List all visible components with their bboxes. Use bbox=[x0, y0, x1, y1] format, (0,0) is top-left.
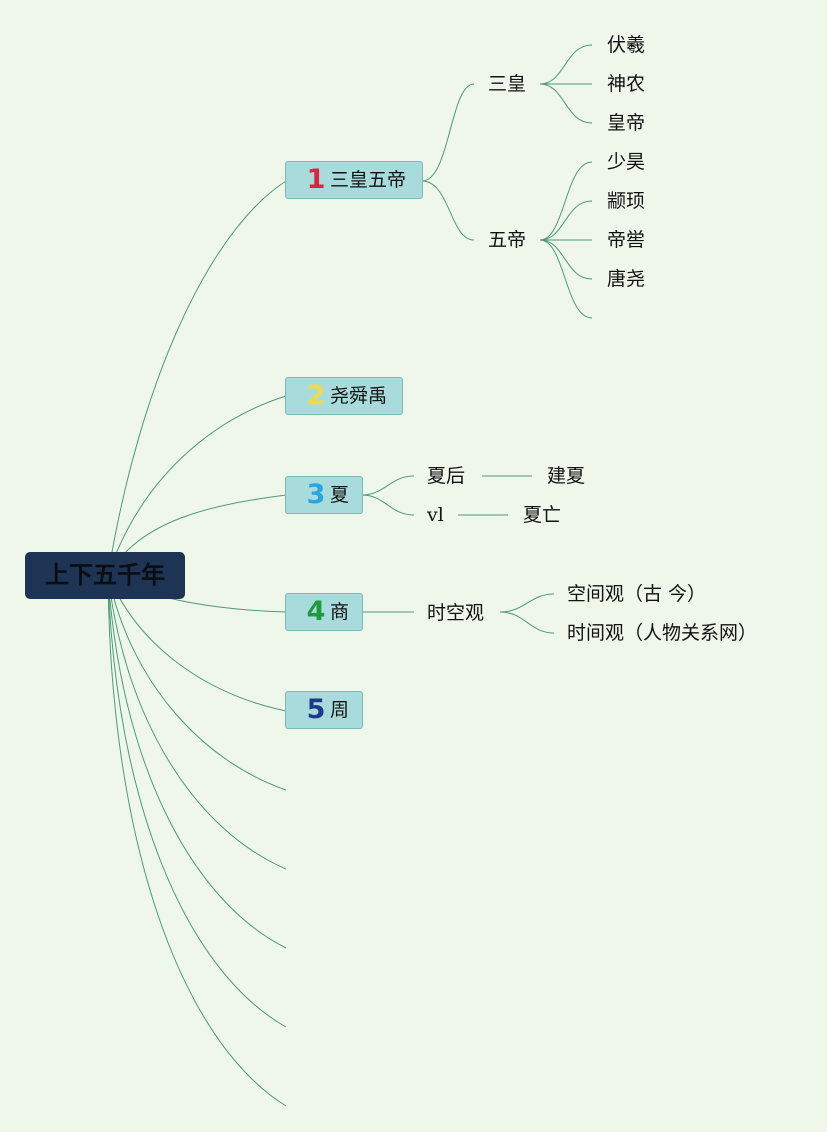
link-root-empty-5 bbox=[107, 574, 287, 1107]
link-root-topic-2 bbox=[107, 395, 287, 576]
link-root-empty-1 bbox=[107, 574, 287, 791]
subtopic-xiahou[interactable]: 夏后 bbox=[427, 465, 466, 487]
subtopic-wudi[interactable]: 五帝 bbox=[488, 229, 527, 251]
link-wudi-zhuanxu bbox=[539, 200, 593, 241]
link-root-empty-4 bbox=[107, 574, 287, 1028]
topic-label: 商 bbox=[330, 601, 350, 623]
leaf-shijianguan[interactable]: 时间观（人物关系网） bbox=[567, 622, 758, 644]
subtopic-sanhuang[interactable]: 三皇 bbox=[488, 73, 527, 95]
link-sanhuang-huangdi bbox=[539, 83, 593, 124]
topic-number: 5 bbox=[306, 694, 326, 725]
topic-number: 3 bbox=[306, 479, 326, 510]
topic-number: 1 bbox=[306, 164, 326, 195]
link-xia-vl bbox=[361, 494, 415, 516]
link-wudi-shaohao bbox=[539, 161, 593, 241]
topic-zhou[interactable]: 5 周 bbox=[285, 691, 363, 729]
topic-xia[interactable]: 3 夏 bbox=[285, 476, 363, 514]
leaf-shennong[interactable]: 神农 bbox=[607, 73, 646, 95]
subtopic-shikongguan[interactable]: 时空观 bbox=[427, 602, 485, 624]
topic-label: 夏 bbox=[330, 484, 350, 506]
link-wudi-tangyao bbox=[539, 239, 593, 280]
subtopic-vl[interactable]: vl bbox=[427, 504, 444, 526]
link-root-topic-5 bbox=[107, 574, 287, 712]
link-root-topic-1 bbox=[107, 180, 287, 576]
topic-shang[interactable]: 4 商 bbox=[285, 593, 363, 631]
link-sanhuang-fuxi bbox=[539, 44, 593, 85]
topic-number: 4 bbox=[306, 596, 326, 627]
topic-yao-shun-yu[interactable]: 2 尧舜禹 bbox=[285, 377, 403, 415]
topic-sanhuang-wudi[interactable]: 1 三皇五帝 bbox=[285, 161, 423, 199]
root-label: 上下五千年 bbox=[45, 561, 165, 589]
topic-number: 2 bbox=[306, 380, 326, 411]
root-node[interactable]: 上下五千年 bbox=[25, 552, 185, 599]
leaf-shaohao[interactable]: 少昊 bbox=[607, 151, 646, 173]
link-shikongguan-kongjian bbox=[499, 593, 555, 613]
leaf-tangyao[interactable]: 唐尧 bbox=[607, 268, 646, 290]
leaf-diku[interactable]: 帝喾 bbox=[607, 229, 646, 251]
leaf-zhuanxu[interactable]: 颛顼 bbox=[607, 190, 646, 212]
link-wudi-empty bbox=[539, 239, 593, 319]
link-topic1-sanhuang bbox=[421, 83, 475, 182]
leaf-jianxia[interactable]: 建夏 bbox=[547, 465, 586, 487]
leaf-fuxi[interactable]: 伏羲 bbox=[607, 34, 646, 56]
leaf-kongjianguan[interactable]: 空间观（古 今） bbox=[567, 583, 707, 605]
leaf-xiawang[interactable]: 夏亡 bbox=[523, 504, 562, 526]
topic-label: 周 bbox=[330, 699, 350, 721]
topic-label: 三皇五帝 bbox=[330, 169, 407, 191]
link-root-empty-3 bbox=[107, 574, 287, 949]
link-root-empty-2 bbox=[107, 574, 287, 870]
link-topic1-wudi bbox=[421, 180, 475, 241]
link-shikongguan-shijian bbox=[499, 611, 555, 634]
link-xia-xiahou bbox=[361, 475, 415, 496]
leaf-huangdi[interactable]: 皇帝 bbox=[607, 112, 646, 134]
topic-label: 尧舜禹 bbox=[330, 385, 388, 407]
